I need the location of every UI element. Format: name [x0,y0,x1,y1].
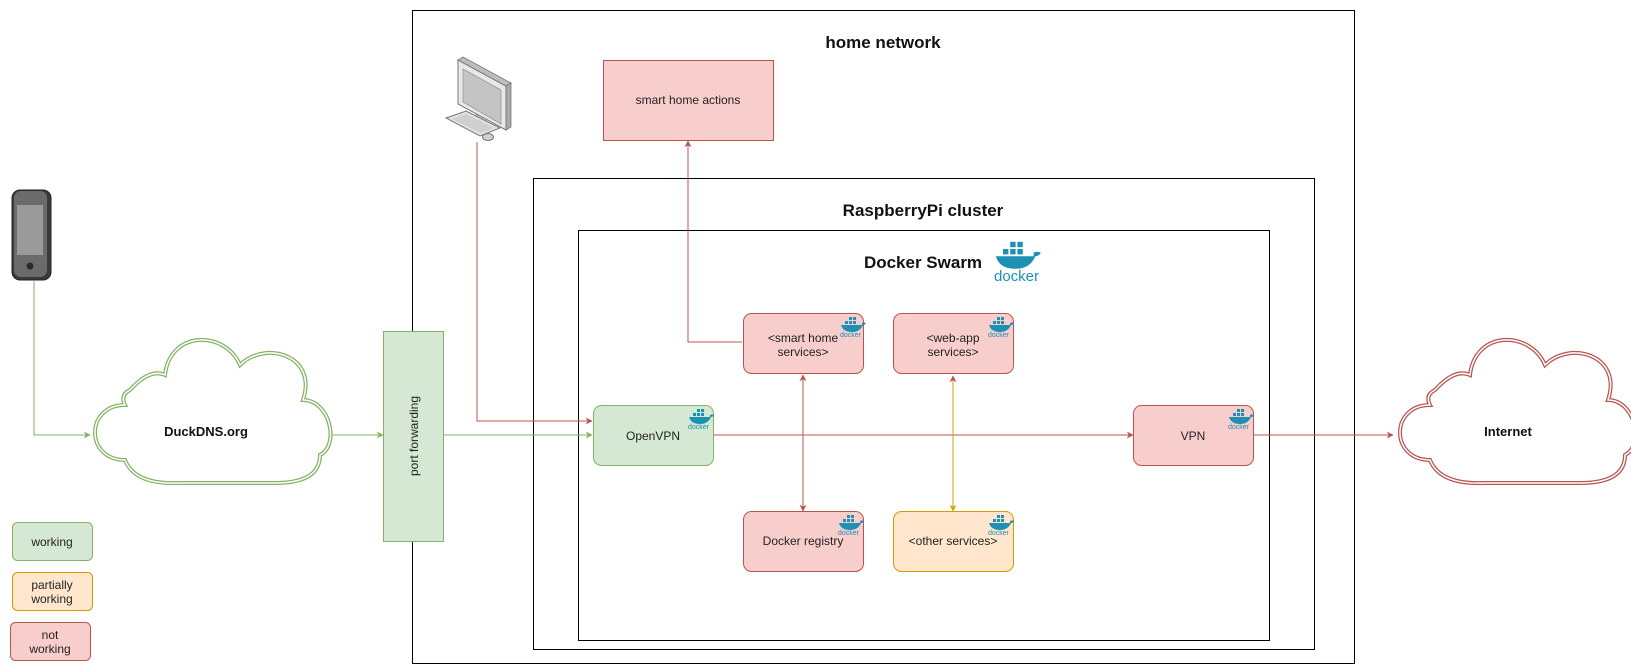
legend: working partially working not working [10,522,93,661]
docker-icon: docker [1228,409,1254,431]
edge-computer-openvpn [476,142,593,425]
docker-icon-text: docker [988,530,1010,537]
smart-home-actions-node[interactable]: smart home actions [603,60,774,141]
docker-icon-text: docker [1228,424,1250,431]
internet-cloud[interactable]: Internet [1398,338,1631,486]
docker-icon: docker [988,317,1014,339]
docker-icon-text: docker [688,424,710,431]
docker-icon: docker [840,317,866,339]
smart-home-services-label-2: services> [777,345,828,359]
legend-working-label: working [30,535,72,549]
legend-partially-working: partially working [12,572,93,611]
vpn-label: VPN [1181,429,1206,443]
legend-not-working: not working [10,622,91,661]
duckdns-cloud[interactable]: DuckDNS.org [93,338,333,486]
smart-home-services-label-1: <smart home [768,331,839,345]
legend-broken-label-2: working [28,642,70,656]
smart-home-services-node[interactable]: <smart home services> docker [743,313,867,374]
desktop-computer-icon [444,56,512,141]
port-forwarding-label: port forwarding [407,396,421,476]
legend-partial-label-1: partially [31,578,72,592]
other-services-node[interactable]: <other services> docker [893,511,1015,572]
docker-icon: docker [988,515,1014,537]
home-network-container: home network [412,10,1355,664]
duckdns-label: DuckDNS.org [164,424,248,439]
docker-icon-text: docker [838,530,860,537]
raspberry-cluster-container: RaspberryPi cluster [533,178,1315,650]
docker-icon-text: docker [840,332,862,339]
edges [33,140,1394,512]
web-app-services-label-1: <web-app [926,331,979,345]
docker-swarm-title: Docker Swarm [864,253,982,272]
docker-icon: docker [838,515,864,537]
edge-phone-duckdns [33,281,91,439]
home-network-title: home network [825,33,941,52]
docker-icon: docker [688,409,714,431]
other-services-label: <other services> [909,534,998,548]
openvpn-label: OpenVPN [626,429,680,443]
legend-broken-label-1: not [42,628,59,642]
openvpn-node[interactable]: OpenVPN docker [593,405,715,466]
internet-label: Internet [1484,424,1532,439]
vpn-node[interactable]: VPN docker [1133,405,1255,466]
edge-smarthome-actions [684,140,742,343]
docker-registry-node[interactable]: Docker registry docker [743,511,865,572]
web-app-services-label-2: services> [927,345,978,359]
docker-icon-text: docker [988,332,1010,339]
legend-partial-label-2: working [30,592,72,606]
smartphone-icon [11,189,52,281]
web-app-services-node[interactable]: <web-app services> docker [893,313,1015,374]
docker-logo-text: docker [994,268,1039,285]
raspberry-cluster-title: RaspberryPi cluster [843,201,1004,220]
smart-home-actions-label: smart home actions [636,93,741,107]
docker-registry-label: Docker registry [763,534,844,548]
docker-logo-icon: docker [994,241,1041,285]
legend-working: working [12,522,93,561]
port-forwarding-box[interactable]: port forwarding [383,331,444,542]
